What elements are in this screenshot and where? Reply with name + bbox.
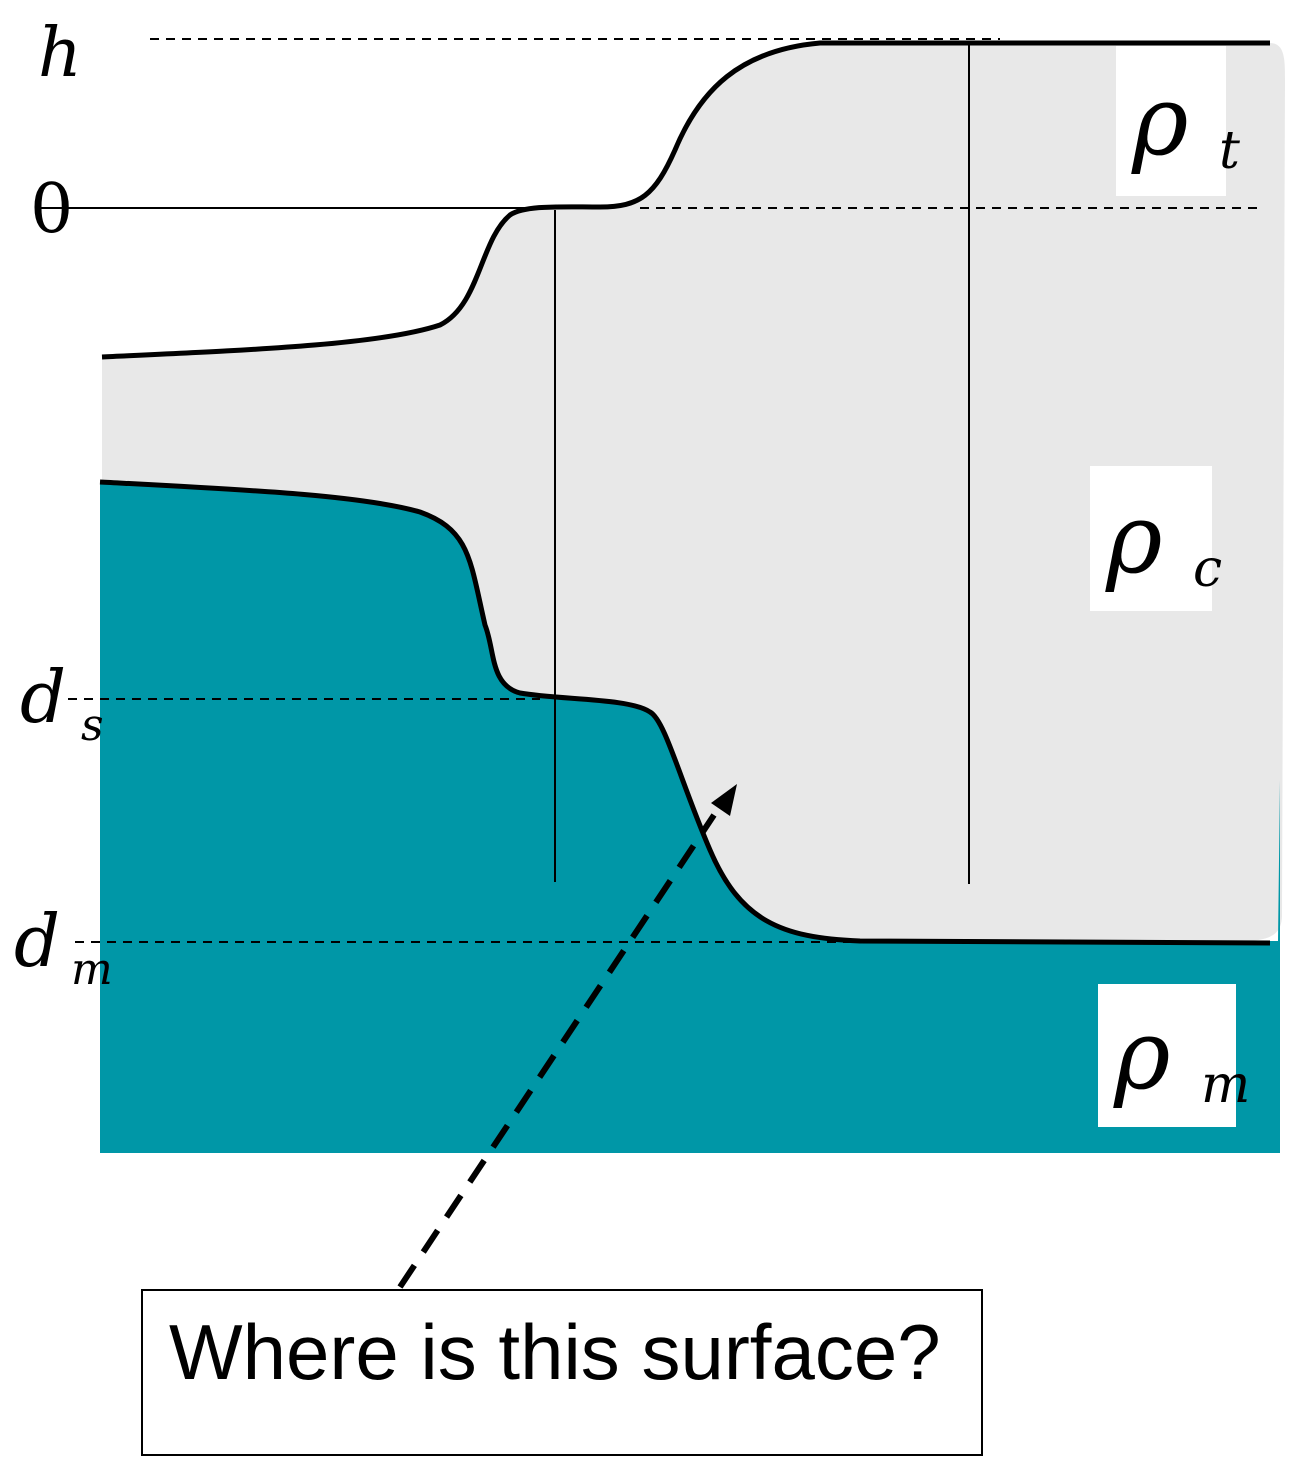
mantle-region [100, 482, 1280, 1153]
callout-arrow-line [397, 813, 717, 1289]
label-ds-sub: s [81, 700, 104, 751]
crust-region [102, 43, 1285, 941]
rho-m-box [1098, 984, 1236, 1127]
rho-c-label: ρ c [1105, 483, 1222, 599]
question-callout-box: Where is this surface? [141, 1289, 983, 1456]
question-text: Where is this surface? [169, 1308, 941, 1396]
top-surface-line [101, 40, 1270, 360]
label-ds-base: d [20, 655, 66, 739]
rho-t-sub: t [1219, 121, 1240, 181]
label-dm: d m [14, 899, 113, 995]
rho-m-symbol: ρ [1113, 999, 1170, 1111]
rho-m-sub: m [1201, 1055, 1250, 1115]
rho-t-box [1116, 46, 1226, 196]
callout-arrowhead-icon [711, 784, 737, 816]
label-dm-base: d [14, 899, 60, 983]
moho-line [99, 479, 1271, 946]
rho-m-label: ρ m [1113, 999, 1250, 1115]
rho-t-label: ρ t [1131, 65, 1240, 181]
rho-c-sub: c [1193, 539, 1222, 599]
label-h: h [38, 14, 82, 93]
label-dm-sub: m [71, 944, 113, 995]
label-zero: 0 [30, 170, 73, 249]
rho-c-symbol: ρ [1105, 483, 1162, 595]
rho-c-box [1090, 466, 1212, 611]
rho-t-symbol: ρ [1131, 65, 1188, 177]
label-ds: d s [20, 655, 104, 751]
